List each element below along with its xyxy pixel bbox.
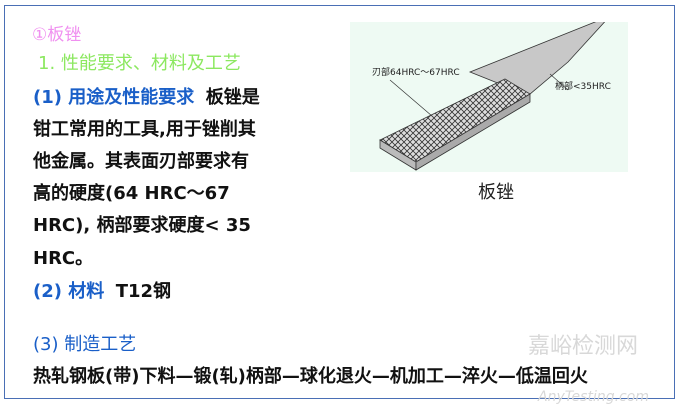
item2-value: T12钢 xyxy=(115,281,172,302)
item1-text: 他金属。其表面刃部要求有 xyxy=(33,151,249,172)
file-figure: 刃部64HRC～67HRC 柄部<35HRC xyxy=(350,15,628,172)
slide-frame xyxy=(4,5,675,399)
handle-label: 柄部<35HRC xyxy=(555,82,611,92)
item2-line: (2) 材料 T12钢 xyxy=(33,281,171,303)
blade-shape xyxy=(379,78,531,163)
watermark-cn: 嘉峪检测网 xyxy=(528,334,639,359)
file-illustration xyxy=(379,15,611,171)
item3-label: (3) 制造工艺 xyxy=(33,334,137,355)
figure-caption: 板锉 xyxy=(478,182,514,203)
item1-text: HRC。 xyxy=(33,248,94,269)
process-text: 热轧钢板(带)下料—锻(轧)柄部—球化退火—机加工—淬火—低温回火 xyxy=(33,366,588,387)
watermark-en: AnyTesting.com xyxy=(538,389,649,405)
item1-text: 板锉是 xyxy=(205,87,260,108)
item2-label: (2) 材料 xyxy=(33,281,105,302)
item1-label: (1) 用途及性能要求 xyxy=(33,87,195,108)
blade-label: 刃部64HRC～67HRC xyxy=(372,68,460,78)
item1-text: HRC), 柄部要求硬度< 35 xyxy=(33,215,251,236)
heading: ①板锉 xyxy=(32,25,82,45)
item1-text: 钳工常用的工具,用于锉削其 xyxy=(33,119,256,140)
item1-line: (1) 用途及性能要求 板锉是 xyxy=(33,87,260,109)
item1-text: 高的硬度(64 HRC～67 xyxy=(33,183,230,204)
section-title: 1. 性能要求、材料及工艺 xyxy=(38,53,241,74)
